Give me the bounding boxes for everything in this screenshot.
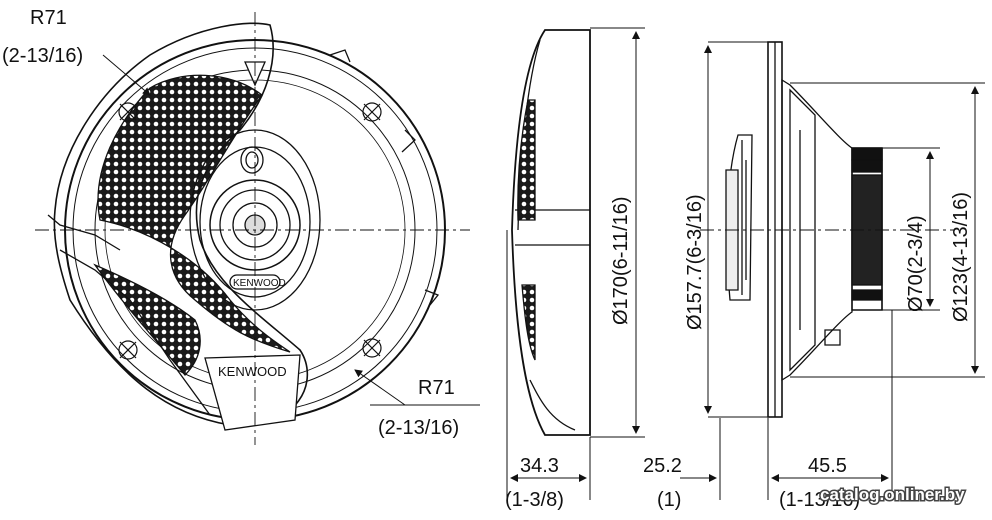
brand-large: KENWOOD bbox=[218, 364, 287, 379]
profile-view bbox=[680, 41, 985, 500]
radius-top-inch-label: (2-13/16) bbox=[2, 45, 83, 67]
screw-icon bbox=[118, 102, 382, 360]
grille-upper bbox=[97, 74, 291, 353]
logo-plate bbox=[204, 354, 301, 431]
mount-diameter-label: Ø157.7(6-3/16) bbox=[684, 194, 706, 330]
radius-top-label: R71 bbox=[30, 7, 67, 29]
radius-bottom-inch-label: (2-13/16) bbox=[378, 417, 459, 439]
side-view bbox=[506, 27, 645, 500]
basket-diameter-label: Ø123(4-13/16) bbox=[950, 192, 972, 322]
flange-offset-inch-label: (1) bbox=[657, 489, 681, 511]
super-tweeter bbox=[240, 146, 264, 174]
radius-bottom-label: R71 bbox=[418, 377, 455, 399]
brand-small: KENWOOD bbox=[233, 278, 286, 289]
mount-depth-label: 45.5 bbox=[808, 455, 847, 477]
mount-depth-inch-label: (1-13/16) bbox=[779, 489, 860, 511]
depth-inch-label: (1-3/8) bbox=[505, 489, 564, 511]
flange-offset-label: 25.2 bbox=[643, 455, 682, 477]
magnet-diameter-label: Ø70(2-3/4) bbox=[905, 215, 927, 312]
depth-label: 34.3 bbox=[520, 455, 559, 477]
front-view bbox=[35, 12, 480, 445]
watermark: catalog.onliner.by bbox=[820, 485, 965, 504]
height-label: Ø170(6-11/16) bbox=[610, 196, 632, 325]
